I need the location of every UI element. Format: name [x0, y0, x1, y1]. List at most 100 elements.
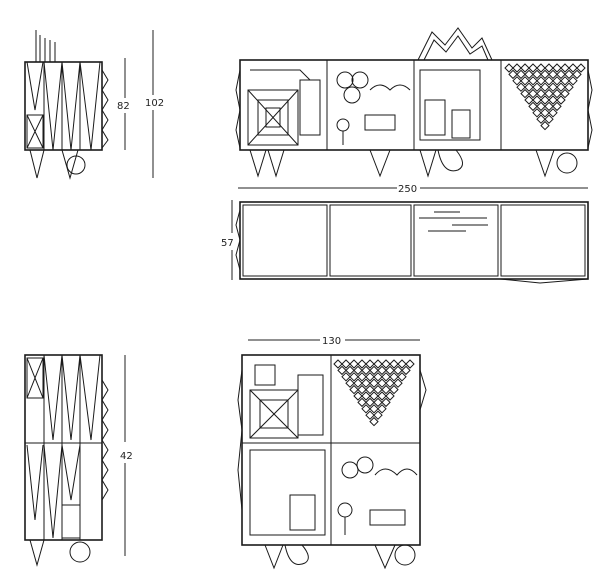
scale-motif: [536, 101, 546, 112]
scale-motif: [544, 114, 554, 124]
dim-label-102: 102: [145, 98, 164, 109]
dim-label-250: 250: [398, 184, 417, 195]
scale-motif: [341, 359, 351, 369]
scale-motif: [508, 69, 518, 80]
scale-motif: [385, 391, 395, 401]
scale-motif: [524, 69, 534, 80]
scale-motif: [568, 76, 578, 86]
scale-motif: [532, 69, 542, 80]
scale-motif: [341, 372, 351, 382]
scale-motif: [377, 365, 387, 376]
dim-label-130: 130: [322, 336, 341, 347]
scale-motif: [548, 82, 558, 92]
scale-motif: [572, 69, 582, 80]
dimension-width-short: 130: [248, 336, 420, 347]
scale-motif: [353, 378, 363, 388]
side-view-sideboard: [24, 30, 109, 180]
scale-motif: [349, 384, 359, 395]
scale-motif: [544, 88, 554, 99]
scale-motif: [389, 384, 399, 395]
scale-motif: [377, 404, 387, 414]
scale-motif: [524, 82, 534, 92]
scale-motif: [353, 365, 363, 376]
scale-motif: [381, 372, 391, 382]
scale-motif: [516, 82, 526, 92]
dimension-cabinet-height: 42: [120, 355, 133, 556]
scale-motif: [381, 397, 391, 408]
scale-motif: [576, 63, 586, 73]
scale-motif: [357, 397, 367, 408]
scale-motif: [385, 365, 395, 376]
top-view-sideboard: [235, 201, 589, 284]
scale-motif: [528, 88, 538, 99]
scale-motif: [536, 114, 546, 124]
scale-motif: [552, 101, 562, 112]
scale-motif: [520, 88, 530, 99]
dim-label-57: 57: [221, 238, 234, 249]
scale-motif: [536, 76, 546, 86]
scale-motif: [361, 391, 371, 401]
scale-motif: [349, 359, 359, 369]
scale-motif: [361, 365, 371, 376]
scale-motif: [520, 63, 530, 73]
scale-motif: [548, 108, 558, 118]
scale-motif: [540, 82, 550, 92]
scale-motif: [393, 365, 403, 376]
scale-motif: [373, 372, 383, 382]
scale-motif: [556, 82, 566, 92]
scale-motif: [369, 416, 379, 427]
scale-motif: [333, 359, 343, 369]
scale-motif: [353, 391, 363, 401]
scale-motif: [548, 69, 558, 80]
scale-motif: [532, 82, 542, 92]
scale-motif: [393, 378, 403, 388]
scale-motif: [349, 372, 359, 382]
scale-motif: [357, 359, 367, 369]
scale-motif: [397, 359, 407, 369]
scale-motif: [369, 378, 379, 388]
scale-motif: [528, 76, 538, 86]
scale-motif: [540, 120, 550, 131]
scale-motif: [369, 404, 379, 414]
side-view-cabinet: [24, 354, 109, 567]
scale-motif: [556, 95, 566, 105]
scale-motif: [361, 404, 371, 414]
scale-motif: [365, 359, 375, 369]
scale-motif: [345, 378, 355, 388]
scale-motif: [389, 359, 399, 369]
dimension-depth: 57: [221, 200, 234, 280]
scale-motif: [397, 372, 407, 382]
scale-motif: [564, 69, 574, 80]
dimension-side-height: 82: [117, 58, 130, 150]
scale-motif: [560, 88, 570, 99]
scale-motif: [361, 378, 371, 388]
scale-motif: [504, 63, 514, 73]
scale-motif: [520, 76, 530, 86]
scale-motif: [552, 88, 562, 99]
scale-motif: [401, 365, 411, 376]
scale-motif: [373, 359, 383, 369]
scale-motif: [377, 391, 387, 401]
scale-motif: [556, 69, 566, 80]
scale-motif: [365, 397, 375, 408]
scale-motif: [536, 63, 546, 73]
dimension-total-height: 102: [145, 30, 164, 178]
scale-motif: [560, 63, 570, 73]
scale-motif: [552, 76, 562, 86]
scale-motif: [381, 359, 391, 369]
scale-motif: [512, 63, 522, 73]
scale-motif: [381, 384, 391, 395]
front-view-cabinet: [237, 354, 427, 570]
scale-motif: [337, 365, 347, 376]
scale-motif: [528, 63, 538, 73]
scale-motif: [373, 384, 383, 395]
scale-motif: [365, 410, 375, 420]
scale-motif: [357, 384, 367, 395]
scale-motif: [532, 95, 542, 105]
dim-label-42: 42: [120, 451, 133, 462]
scale-motif: [544, 63, 554, 73]
scale-motif: [524, 95, 534, 105]
scale-motif: [544, 101, 554, 112]
scale-motif: [532, 108, 542, 118]
